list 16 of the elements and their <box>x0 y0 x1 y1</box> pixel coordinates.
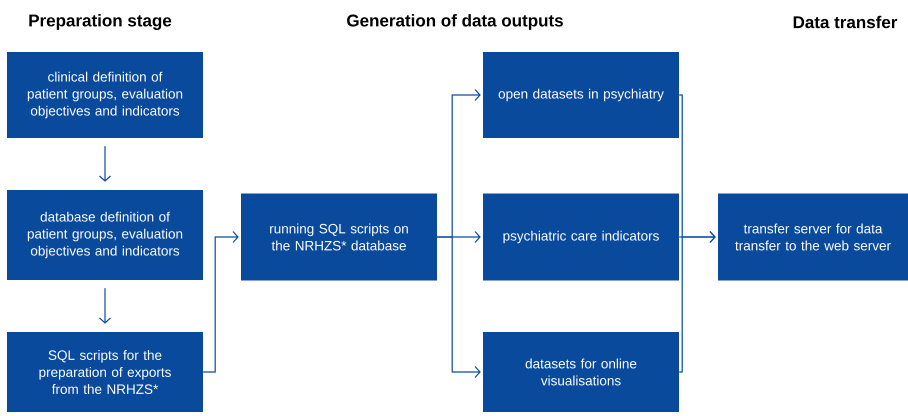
process-box: datasets for online visualisations <box>483 332 679 412</box>
process-box: clinical definition of patient groups, evaluation objectives and indicators <box>7 52 203 138</box>
process-box: open datasets in psychiatry <box>483 52 679 138</box>
arrow <box>99 288 111 324</box>
process-box: running SQL scripts on the NRHZS* database <box>241 194 437 280</box>
process-box: psychiatric care indicators <box>483 194 679 280</box>
process-box: transfer server for data transfer to the web server <box>718 194 908 280</box>
column-heading: Data transfer <box>794 16 898 28</box>
arrow <box>679 231 716 373</box>
arrow <box>99 146 111 182</box>
process-box: database definition of patient groups, evaluation objectives and indicators <box>7 190 203 280</box>
column-heading: Generation of data outputs <box>347 14 563 30</box>
arrow <box>437 236 481 378</box>
process-box: SQL scripts for the preparation of exports from the NRHZS* <box>7 332 203 412</box>
column-heading: Preparation stage <box>29 14 172 30</box>
arrow <box>203 231 239 373</box>
